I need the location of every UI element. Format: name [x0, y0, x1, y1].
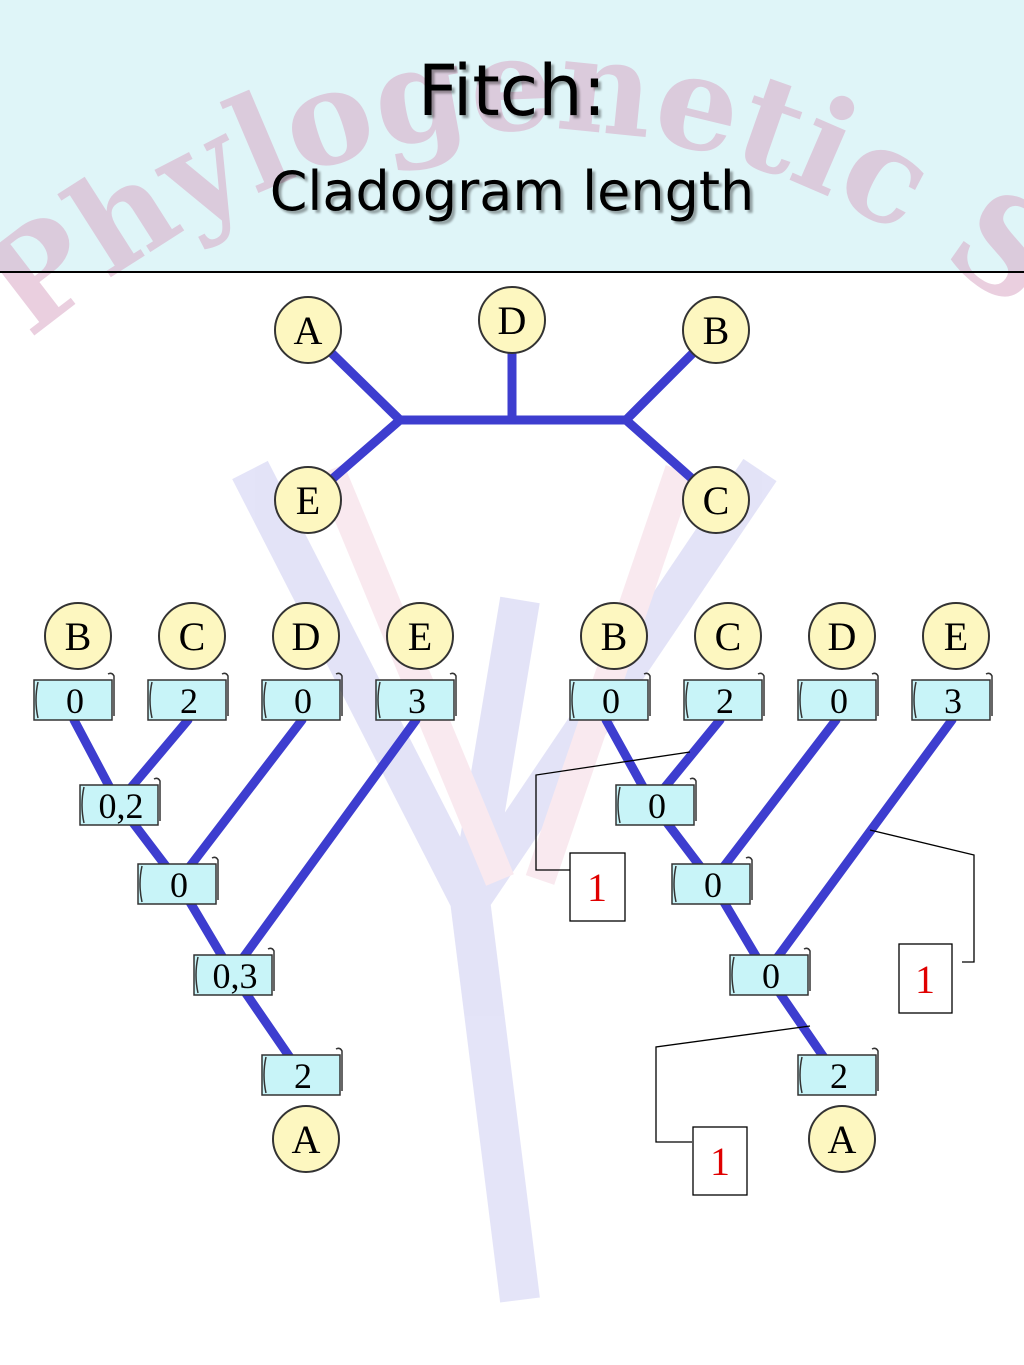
unrooted-label-e: E — [296, 478, 320, 523]
unrooted-label-b: B — [703, 308, 730, 353]
right-leaf-label-b: B — [601, 614, 628, 659]
left-state-c-value: 2 — [180, 681, 198, 721]
right-state-b: 0 — [569, 672, 651, 721]
right-state-b-value: 0 — [602, 681, 620, 721]
cost-box-3: 1 — [692, 1126, 748, 1196]
cost-brackets — [535, 751, 975, 1143]
left-internal-2-value: 0 — [170, 865, 188, 905]
right-internal-1-value: 0 — [648, 786, 666, 826]
unrooted-label-c: C — [703, 478, 730, 523]
header-divider — [0, 271, 1024, 273]
left-state-e-value: 3 — [408, 681, 426, 721]
right-tree: B C D E 0 2 0 — [535, 602, 993, 1196]
unrooted-node-d: D — [478, 286, 546, 354]
unrooted-node-c: C — [682, 466, 750, 534]
right-state-c-value: 2 — [716, 681, 734, 721]
right-state-d-value: 0 — [830, 681, 848, 721]
left-branches — [69, 715, 421, 1080]
right-internal-3: 0 — [729, 947, 811, 996]
page-subtitle: Cladogram length — [269, 160, 755, 223]
left-leaf-label-e: E — [408, 614, 432, 659]
right-internal-1: 0 — [615, 777, 697, 826]
right-leaf-b: B — [580, 602, 648, 670]
cost-value-2: 1 — [915, 957, 935, 1002]
right-leaf-d: D — [808, 602, 876, 670]
cost-box-1: 1 — [569, 852, 626, 922]
unrooted-node-e: E — [274, 466, 342, 534]
right-root-node: A — [808, 1105, 876, 1173]
right-internal-2-value: 0 — [704, 865, 722, 905]
right-internal-2: 0 — [671, 856, 753, 905]
left-tree: B C D E 0 2 0 — [33, 602, 457, 1173]
left-root-node: A — [272, 1105, 340, 1173]
right-state-d: 0 — [797, 672, 879, 721]
left-state-e: 3 — [375, 672, 457, 721]
left-leaf-label-c: C — [179, 614, 206, 659]
right-root-state-value: 2 — [830, 1056, 848, 1096]
right-leaf-e: E — [922, 602, 990, 670]
cost-value-1: 1 — [587, 865, 607, 910]
right-leaf-c: C — [694, 602, 762, 670]
left-leaf-label-b: B — [65, 614, 92, 659]
left-internal-2: 0 — [137, 856, 219, 905]
left-leaf-b: B — [44, 602, 112, 670]
right-state-c: 2 — [683, 672, 765, 721]
right-leaf-label-e: E — [944, 614, 968, 659]
unrooted-node-b: B — [682, 296, 750, 364]
cost-value-3: 1 — [710, 1139, 730, 1184]
left-leaf-label-d: D — [292, 614, 321, 659]
cost-box-2: 1 — [898, 943, 953, 1014]
unrooted-node-a: A — [274, 296, 342, 364]
unrooted-label-d: D — [498, 298, 527, 343]
left-state-d: 0 — [261, 672, 343, 721]
right-root-label: A — [828, 1117, 857, 1162]
left-leaf-e: E — [386, 602, 454, 670]
right-internal-3-value: 0 — [762, 956, 780, 996]
left-root-label: A — [292, 1117, 321, 1162]
right-root-state: 2 — [797, 1047, 879, 1096]
right-leaf-label-c: C — [715, 614, 742, 659]
unrooted-tree: A D B E C — [274, 286, 750, 534]
left-internal-3: 0,3 — [193, 947, 275, 996]
left-leaf-c: C — [158, 602, 226, 670]
left-state-b-value: 0 — [66, 681, 84, 721]
header-band — [0, 0, 1024, 272]
right-branches — [601, 715, 957, 1080]
left-leaf-d: D — [272, 602, 340, 670]
left-internal-3-value: 0,3 — [213, 956, 258, 996]
left-root-state-value: 2 — [294, 1056, 312, 1096]
unrooted-label-a: A — [294, 308, 323, 353]
left-internal-1: 0,2 — [79, 777, 161, 826]
right-state-e-value: 3 — [944, 681, 962, 721]
left-internal-1-value: 0,2 — [99, 786, 144, 826]
left-state-b: 0 — [33, 672, 115, 721]
left-root-state: 2 — [261, 1047, 343, 1096]
right-state-e: 3 — [911, 672, 993, 721]
left-state-c: 2 — [147, 672, 229, 721]
left-state-d-value: 0 — [294, 681, 312, 721]
right-leaf-label-d: D — [828, 614, 857, 659]
page-title: Fitch: — [417, 50, 607, 132]
